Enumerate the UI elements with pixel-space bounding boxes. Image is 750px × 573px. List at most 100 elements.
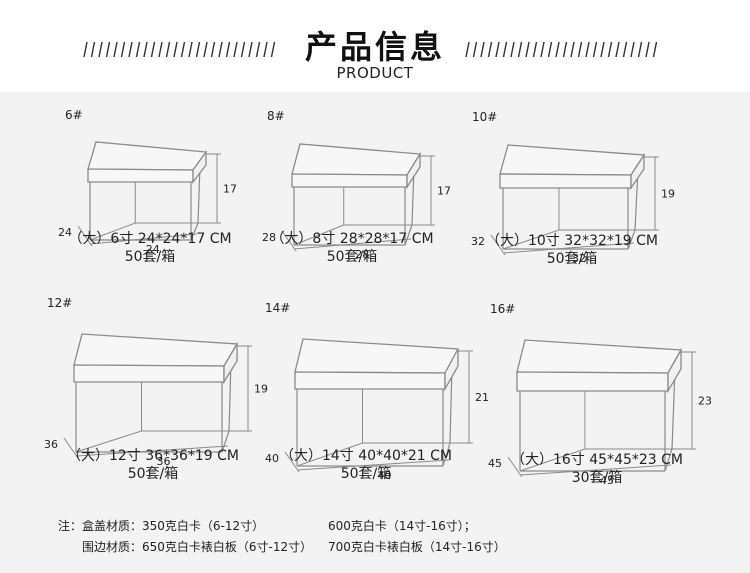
size-spec: （大）6寸 24*24*17 CM	[68, 231, 232, 247]
box-id: 6#	[65, 108, 83, 122]
stripe	[630, 41, 635, 58]
stripe	[465, 41, 470, 58]
stripe	[517, 41, 523, 58]
dimension-line	[77, 225, 93, 247]
stripe	[570, 41, 575, 58]
stripe	[615, 41, 620, 58]
lid-top	[516, 339, 683, 374]
stripe	[165, 41, 171, 58]
dimension-line	[89, 233, 198, 245]
box-id: 10#	[472, 110, 498, 124]
box-caption-14: （大）14寸 40*40*21 CM 50套/箱	[251, 447, 481, 483]
stripe	[225, 41, 231, 58]
box-caption-16: （大）16寸 45*45*23 CM 30套/箱	[477, 451, 717, 487]
header: 产品信息 PRODUCT	[0, 0, 750, 92]
body-edge	[404, 224, 413, 246]
hidden-edge	[293, 224, 344, 246]
stripe	[562, 41, 568, 58]
width-label: 24	[146, 243, 160, 256]
depth-label: 24	[58, 226, 72, 239]
stripe	[263, 41, 268, 58]
lid-top	[73, 333, 239, 367]
body-edge	[221, 430, 230, 453]
page-subtitle: PRODUCT	[336, 64, 414, 82]
pack-quantity: 50套/箱	[340, 466, 392, 482]
box-id: 14#	[265, 301, 291, 315]
stripe	[525, 41, 530, 58]
hidden-edge	[296, 442, 363, 467]
stripe	[585, 41, 590, 58]
stripe	[113, 41, 118, 58]
lid-top	[291, 143, 422, 176]
decorative-stripes-left	[83, 41, 276, 58]
stripe	[487, 41, 493, 58]
stripe	[592, 41, 598, 58]
dimension-line	[490, 234, 506, 256]
lid-side	[406, 151, 421, 190]
lid-side	[444, 348, 459, 392]
stripe	[143, 41, 148, 58]
pack-quantity: 50套/箱	[546, 251, 598, 267]
dimension-line	[507, 456, 523, 478]
stripe	[83, 41, 88, 58]
height-label: 23	[698, 395, 712, 408]
size-spec: （大）8寸 28*28*17 CM	[270, 231, 434, 247]
stripe	[195, 41, 201, 58]
lid-side	[630, 152, 645, 191]
size-spec: （大）10寸 32*32*19 CM	[485, 233, 658, 249]
dimension-line	[296, 459, 450, 471]
stripe	[645, 41, 650, 58]
depth-label: 40	[265, 452, 279, 465]
stripe	[180, 41, 186, 58]
lid-material-label: 注：盒盖材质：350克白卡（6-12寸）	[58, 519, 265, 533]
stripe	[540, 41, 545, 58]
dimension-line	[75, 445, 229, 457]
hidden-edge	[519, 448, 586, 472]
depth-label: 36	[44, 438, 58, 451]
box-caption-12: （大）12寸 36*36*19 CM 50套/箱	[23, 447, 283, 483]
height-label: 19	[254, 383, 268, 396]
stripe	[480, 41, 485, 58]
stripe	[150, 41, 156, 58]
stripe	[203, 41, 208, 58]
body-edge	[671, 368, 676, 450]
stripe	[248, 41, 253, 58]
dimension-line	[281, 230, 297, 252]
size-spec: （大）16寸 45*45*23 CM	[510, 452, 683, 468]
body-material-alt: 700克白卡裱白板（14寸-16寸）	[328, 540, 506, 554]
stripe	[637, 41, 643, 58]
width-label: 32	[572, 252, 586, 265]
lid-material-row: 注：盒盖材质：350克白卡（6-12寸） 600克白卡（14寸-16寸）；	[58, 516, 476, 537]
stripe	[502, 41, 508, 58]
body-edge	[449, 365, 453, 444]
stripe	[188, 41, 193, 58]
pack-quantity: 30套/箱	[571, 470, 623, 486]
stripe	[270, 41, 276, 58]
height-label: 19	[661, 188, 675, 201]
stripe	[240, 41, 246, 58]
body-edge	[664, 448, 673, 472]
lid-front	[499, 173, 632, 189]
width-label: 40	[378, 469, 392, 482]
pack-quantity: 50套/箱	[124, 249, 176, 265]
lid-side	[667, 347, 682, 394]
stripe	[652, 41, 658, 58]
body-edge	[627, 229, 636, 250]
size-spec: （大）14寸 40*40*21 CM	[279, 448, 452, 464]
stripe	[555, 41, 560, 58]
lid-side	[223, 341, 238, 385]
body-material-row: 围边材质：650克白卡裱白板（6寸-12寸） 700克白卡裱白板（14寸-16寸…	[58, 537, 506, 558]
stripe	[210, 41, 216, 58]
stripe	[173, 41, 178, 58]
page-title: 产品信息	[304, 28, 445, 66]
lid-front	[87, 168, 194, 183]
